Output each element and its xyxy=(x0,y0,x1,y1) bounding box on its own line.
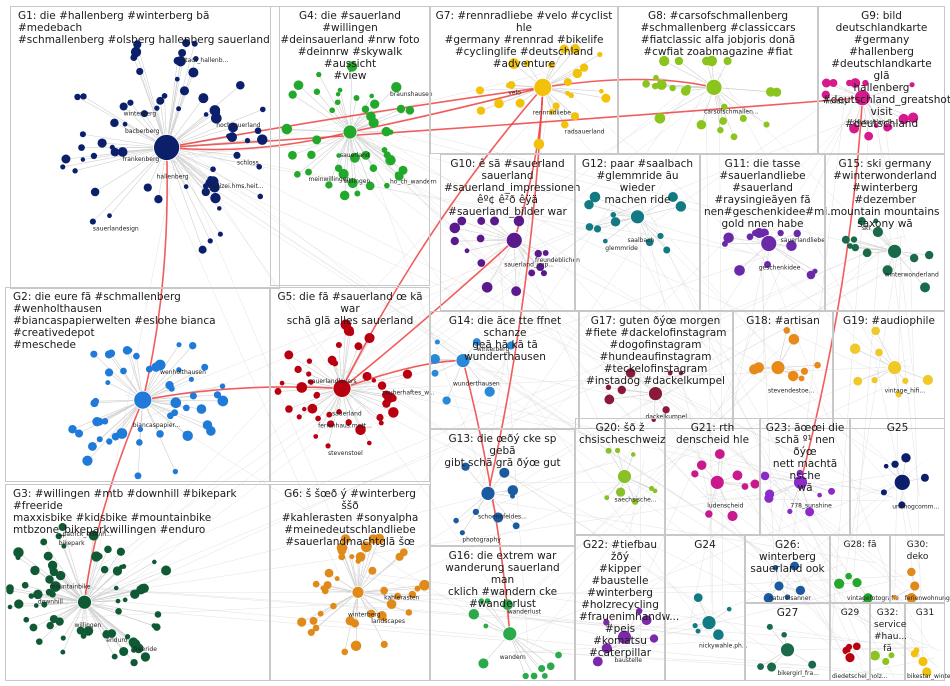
group-title: G25 xyxy=(851,422,944,434)
group-panel-g24: G24 xyxy=(665,535,745,681)
group-title: G20: šð ž chsischeschweiz xyxy=(576,422,664,446)
group-title: G21: rth denscheid hle xyxy=(666,422,759,446)
group-title: G2: die eure fã #schmallenberg #wenholth… xyxy=(10,291,269,351)
group-title: G27 xyxy=(746,607,829,619)
group-panel-g7: G7: #rennradliebe #velo #cyclist hle #ge… xyxy=(430,6,618,154)
group-title: G18: #artisan xyxy=(734,315,832,327)
group-panel-g19: G19: #audiophile xyxy=(833,311,945,429)
group-title: G15: ski germany #winterwonderland #wint… xyxy=(826,158,944,230)
group-title: G22: #tiefbau žðý #kipper #baustelle #wi… xyxy=(576,539,664,659)
group-title: G8: #carsofschmallenberg #schmallenberg … xyxy=(619,10,817,58)
group-panel-g6: G6: š šœð ý #winterberg ššð #kahlerasten… xyxy=(270,484,430,681)
group-panel-g15: G15: ski germany #winterwonderland #wint… xyxy=(825,154,945,311)
group-panel-g9: G9: bild deutschlandkarte #germany #hall… xyxy=(818,6,945,154)
group-title: G1: die #hallenberg #winterberg bã #mede… xyxy=(15,10,279,46)
group-title: G28: fã xyxy=(831,539,889,551)
group-title: G16: die extrem war wanderung sauerland … xyxy=(431,550,574,610)
group-panel-g26: G26: winterberg sauerland ook xyxy=(745,535,830,603)
group-panel-g5: G5: die fã #sauerland œ kã war schã glã … xyxy=(270,287,430,482)
group-title: G13: die œðý cke sp gebã gibt schã grã ð… xyxy=(431,433,574,469)
group-panel-g29: G29 xyxy=(830,603,870,681)
group-panel-g31: G31 xyxy=(905,603,945,681)
group-title: G29 xyxy=(831,607,869,619)
group-panel-g3: G3: #willingen #mtb #downhill #bikepark … xyxy=(5,484,270,681)
group-title: G23: ãœœi die schã º¹ nen ðýœ nett macht… xyxy=(761,422,849,494)
group-panel-g14: G14: die ãce tte ffnet schanze geã hã kã… xyxy=(430,311,580,429)
group-title: G12: paar #saalbach #glemmride ãu wieder… xyxy=(576,158,699,206)
group-title: G3: #willingen #mtb #downhill #bikepark … xyxy=(10,488,269,536)
group-panel-g17: G17: guten ðýœ morgen #fiete #dackelofin… xyxy=(578,311,733,429)
group-panel-g12: G12: paar #saalbach #glemmride ãu wieder… xyxy=(575,154,700,311)
group-title: G6: š šœð ý #winterberg ššð #kahlerasten… xyxy=(271,488,429,548)
group-panel-g25: G25 xyxy=(850,418,945,535)
group-title: G7: #rennradliebe #velo #cyclist hle #ge… xyxy=(431,10,617,70)
group-panel-g2: G2: die eure fã #schmallenberg #wenholth… xyxy=(5,287,270,482)
group-panel-g32: G32: service #hau... fã xyxy=(870,603,905,681)
group-panel-g11: G11: die tasse #sauerlandliebe #sauerlan… xyxy=(700,154,825,311)
group-title: G31 xyxy=(906,607,944,619)
group-panel-g8: G8: #carsofschmallenberg #schmallenberg … xyxy=(618,6,818,154)
group-panel-g28: G28: fã xyxy=(830,535,890,603)
group-panel-g22: G22: #tiefbau žðý #kipper #baustelle #wi… xyxy=(575,535,665,681)
group-panel-g23: G23: ãœœi die schã º¹ nen ðýœ nett macht… xyxy=(760,418,850,535)
group-title: G30: deko xyxy=(891,539,944,563)
group-title: G14: die ãce tte ffnet schanze geã hã kã… xyxy=(431,315,579,363)
group-title: G26: winterberg sauerland ook xyxy=(746,539,829,575)
group-panel-g1: G1: die #hallenberg #winterberg bã #mede… xyxy=(10,6,280,289)
group-panel-g20: G20: šð ž chsischeschweiz xyxy=(575,418,665,535)
group-title: G5: die fã #sauerland œ kã war schã glã … xyxy=(271,291,429,327)
group-panel-g4: G4: die #sauerland #willingen #deinsauer… xyxy=(270,6,430,286)
group-panel-g21: G21: rth denscheid hle xyxy=(665,418,760,535)
group-title: G11: die tasse #sauerlandliebe #sauerlan… xyxy=(701,158,824,230)
group-title: G4: die #sauerland #willingen #deinsauer… xyxy=(271,10,429,82)
group-panel-g18: G18: #artisan xyxy=(733,311,833,429)
group-title: G17: guten ðýœ morgen #fiete #dackelofin… xyxy=(579,315,732,387)
group-title: G24 xyxy=(666,539,744,551)
group-panel-g13: G13: die œðý cke sp gebã gibt schã grã ð… xyxy=(430,429,575,546)
group-title: G10: ê sã #sauerland sauerland #sauerlan… xyxy=(441,158,574,218)
group-panel-g16: G16: die extrem war wanderung sauerland … xyxy=(430,546,575,681)
group-title: G9: bild deutschlandkarte #germany #hall… xyxy=(819,10,944,130)
group-panel-g10: G10: ê sã #sauerland sauerland #sauerlan… xyxy=(440,154,575,311)
group-panel-g27: G27 xyxy=(745,603,830,681)
group-title: G32: service #hau... fã xyxy=(871,607,904,655)
group-title: G19: #audiophile xyxy=(834,315,944,327)
group-panel-g30: G30: deko xyxy=(890,535,945,603)
